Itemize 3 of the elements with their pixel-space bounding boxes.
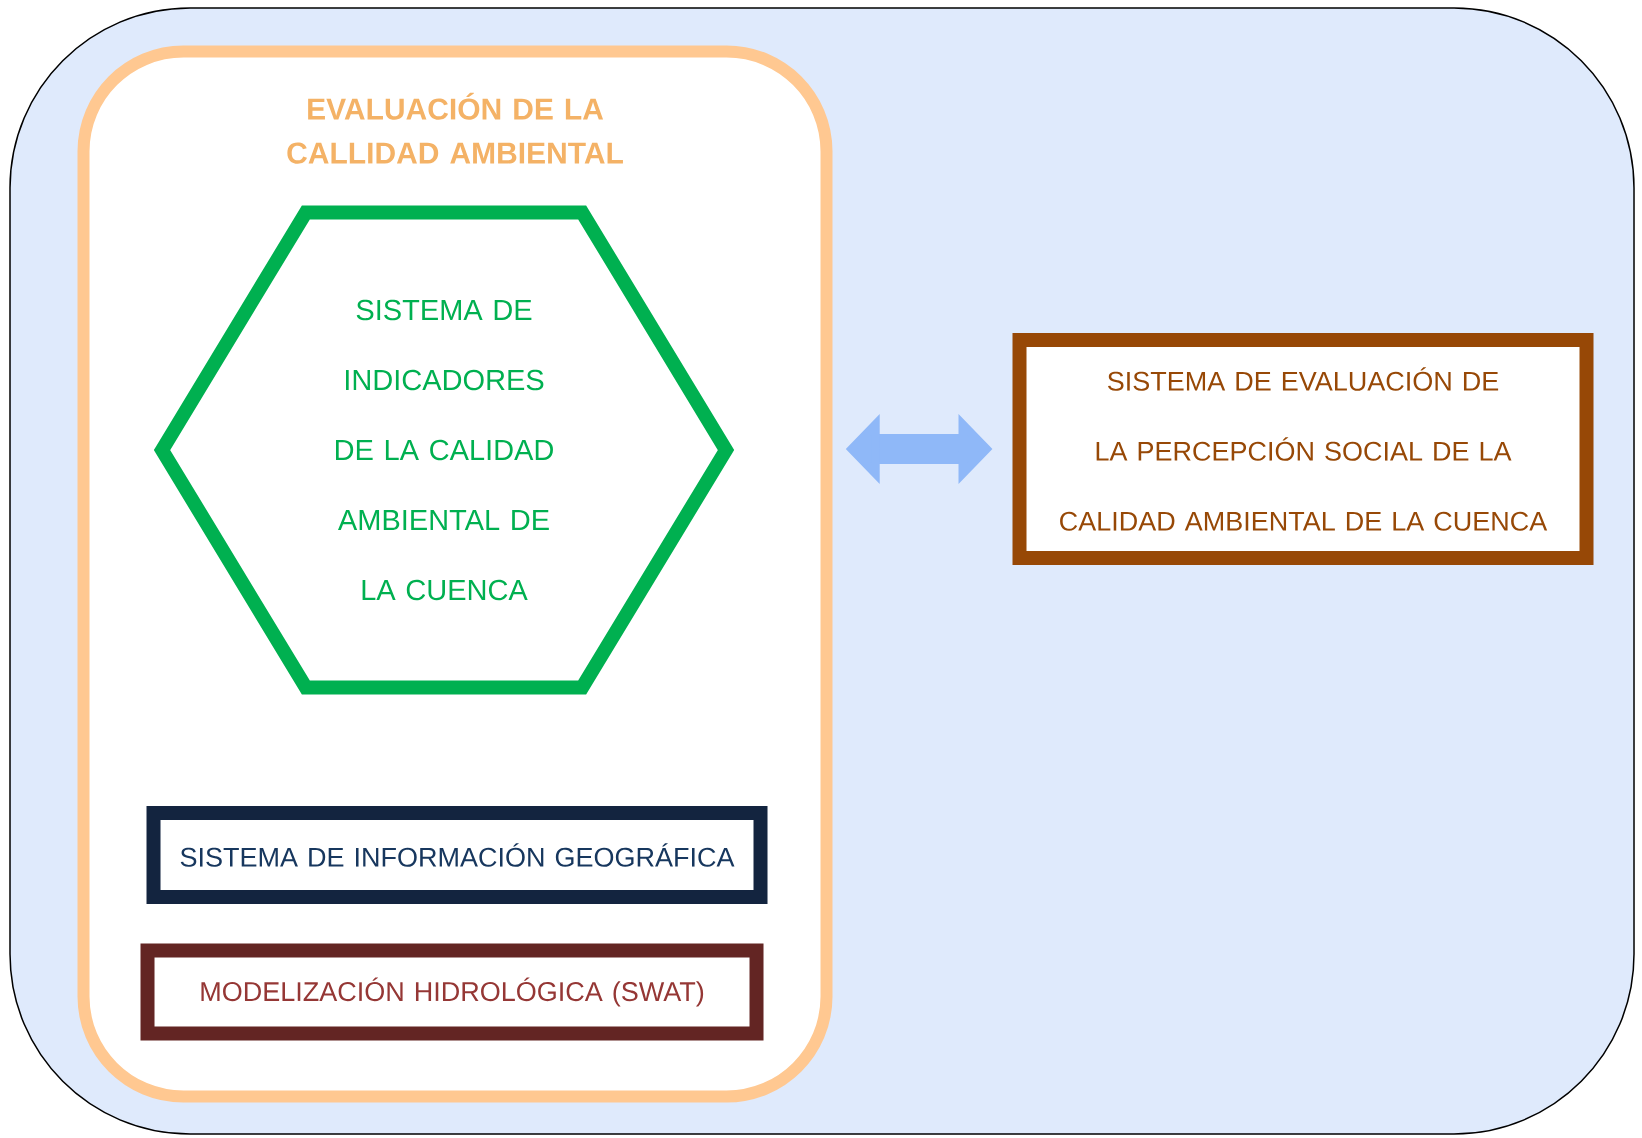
text-box: MODELIZACIÓN HIDROLÓGICA (SWAT) bbox=[140, 943, 764, 1041]
text-box: SISTEMA DE EVALUACIÓN DE LA PERCEPCIÓN SOCIAL DE LA CALIDAD AMBIENTAL DE LA CUENCA bbox=[1012, 333, 1594, 565]
text-box: SISTEMA DE INFORMACIÓN GEOGRÁFICA bbox=[146, 806, 768, 904]
